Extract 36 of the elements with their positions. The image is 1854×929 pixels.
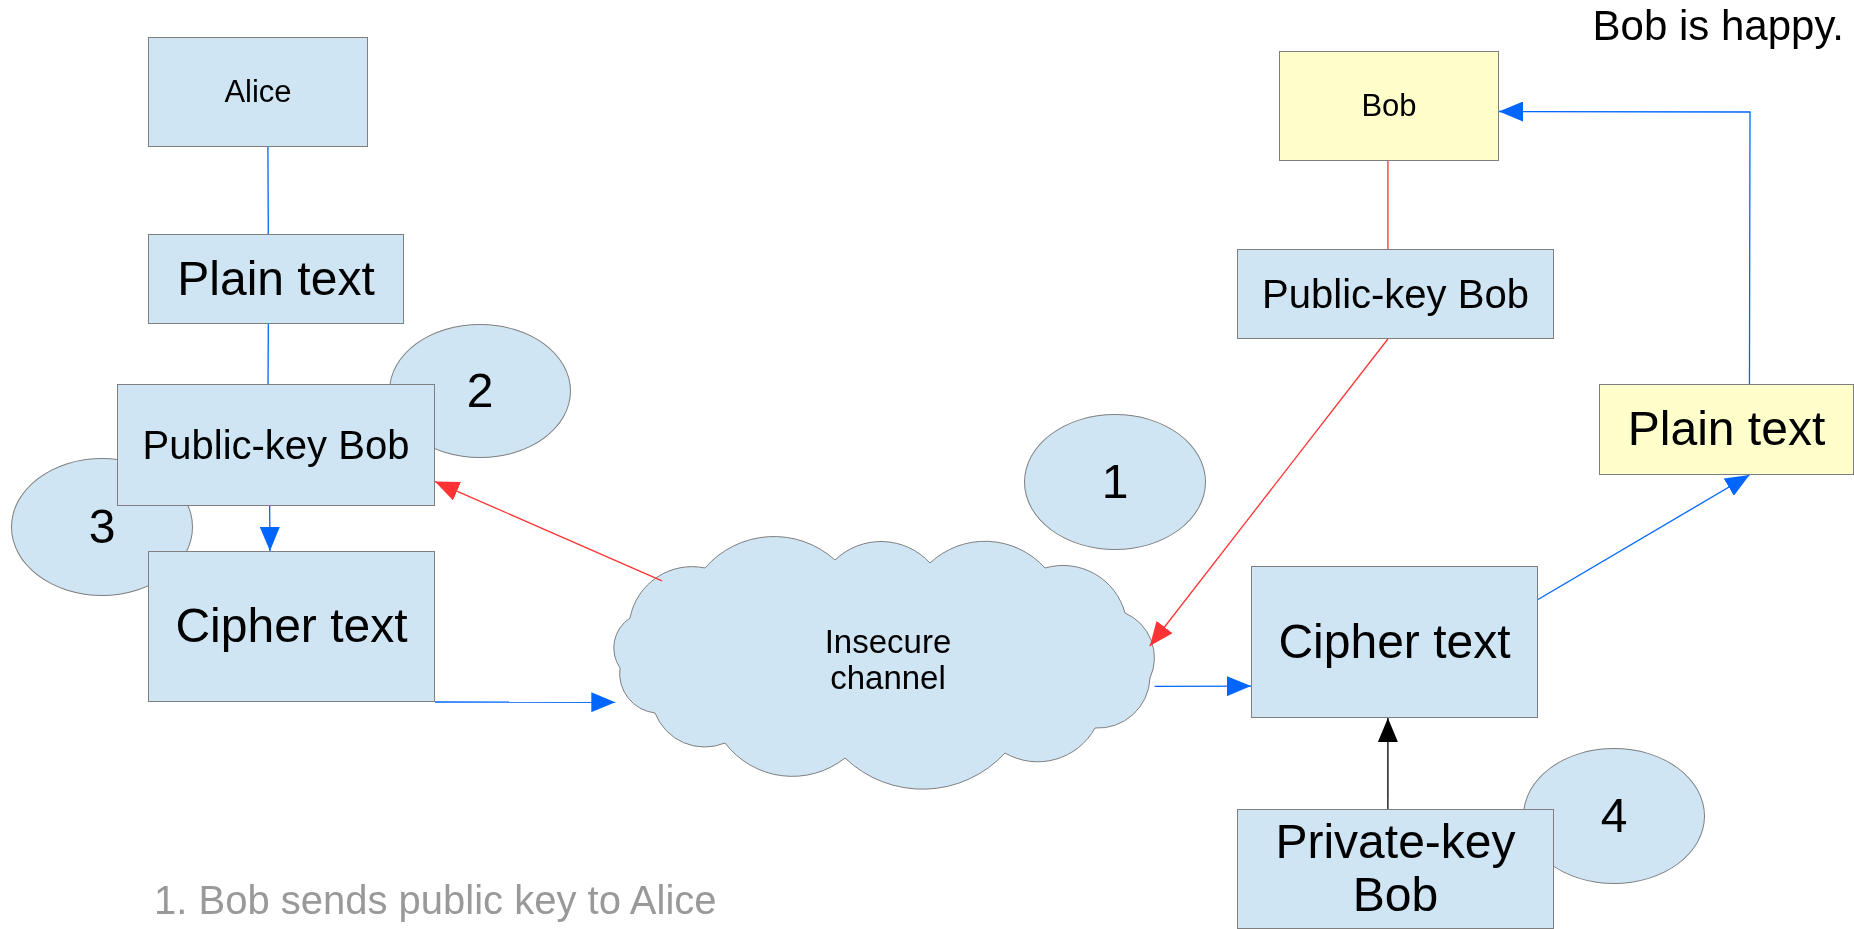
arrow bbox=[1498, 101, 1751, 385]
process-box bbox=[117, 384, 435, 506]
process-box bbox=[148, 234, 404, 324]
arrow bbox=[1154, 676, 1252, 697]
node-label: Cipher text bbox=[175, 600, 408, 653]
node-label: Plain text bbox=[1627, 403, 1826, 456]
arrow bbox=[1537, 474, 1751, 601]
node-label: Private-key Bob bbox=[1274, 816, 1517, 922]
node-label: Insecure channel bbox=[823, 623, 953, 697]
process-box bbox=[148, 37, 368, 147]
process-box bbox=[1279, 51, 1499, 161]
arrow bbox=[434, 692, 616, 713]
process-box bbox=[1237, 249, 1554, 339]
process-box bbox=[148, 551, 435, 702]
node-label: Public-key Bob bbox=[1262, 272, 1529, 316]
connector-line bbox=[267, 323, 269, 385]
process-box bbox=[1237, 809, 1554, 929]
process-box bbox=[1251, 566, 1538, 718]
arrow bbox=[1149, 338, 1389, 647]
node-label: Public-key Bob bbox=[142, 423, 410, 467]
connector-line bbox=[1387, 160, 1389, 250]
node-label: Bob bbox=[1361, 88, 1417, 124]
node-label: 1 bbox=[1101, 455, 1129, 509]
node-label: 3 bbox=[88, 500, 116, 554]
arrow bbox=[1377, 717, 1398, 810]
node-label: Alice bbox=[224, 74, 292, 110]
process-box bbox=[1599, 384, 1854, 475]
arrow bbox=[434, 480, 663, 582]
node-label: Cipher text bbox=[1278, 615, 1511, 669]
footnote-text: 1. Bob sends public key to Alice bbox=[154, 878, 717, 923]
connector-line bbox=[267, 146, 269, 235]
note-text: Bob is happy. bbox=[1592, 2, 1844, 50]
node-label: 4 bbox=[1600, 789, 1628, 843]
arrow bbox=[259, 505, 280, 552]
node-label: 2 bbox=[466, 364, 494, 418]
node-label: Plain text bbox=[177, 252, 375, 306]
